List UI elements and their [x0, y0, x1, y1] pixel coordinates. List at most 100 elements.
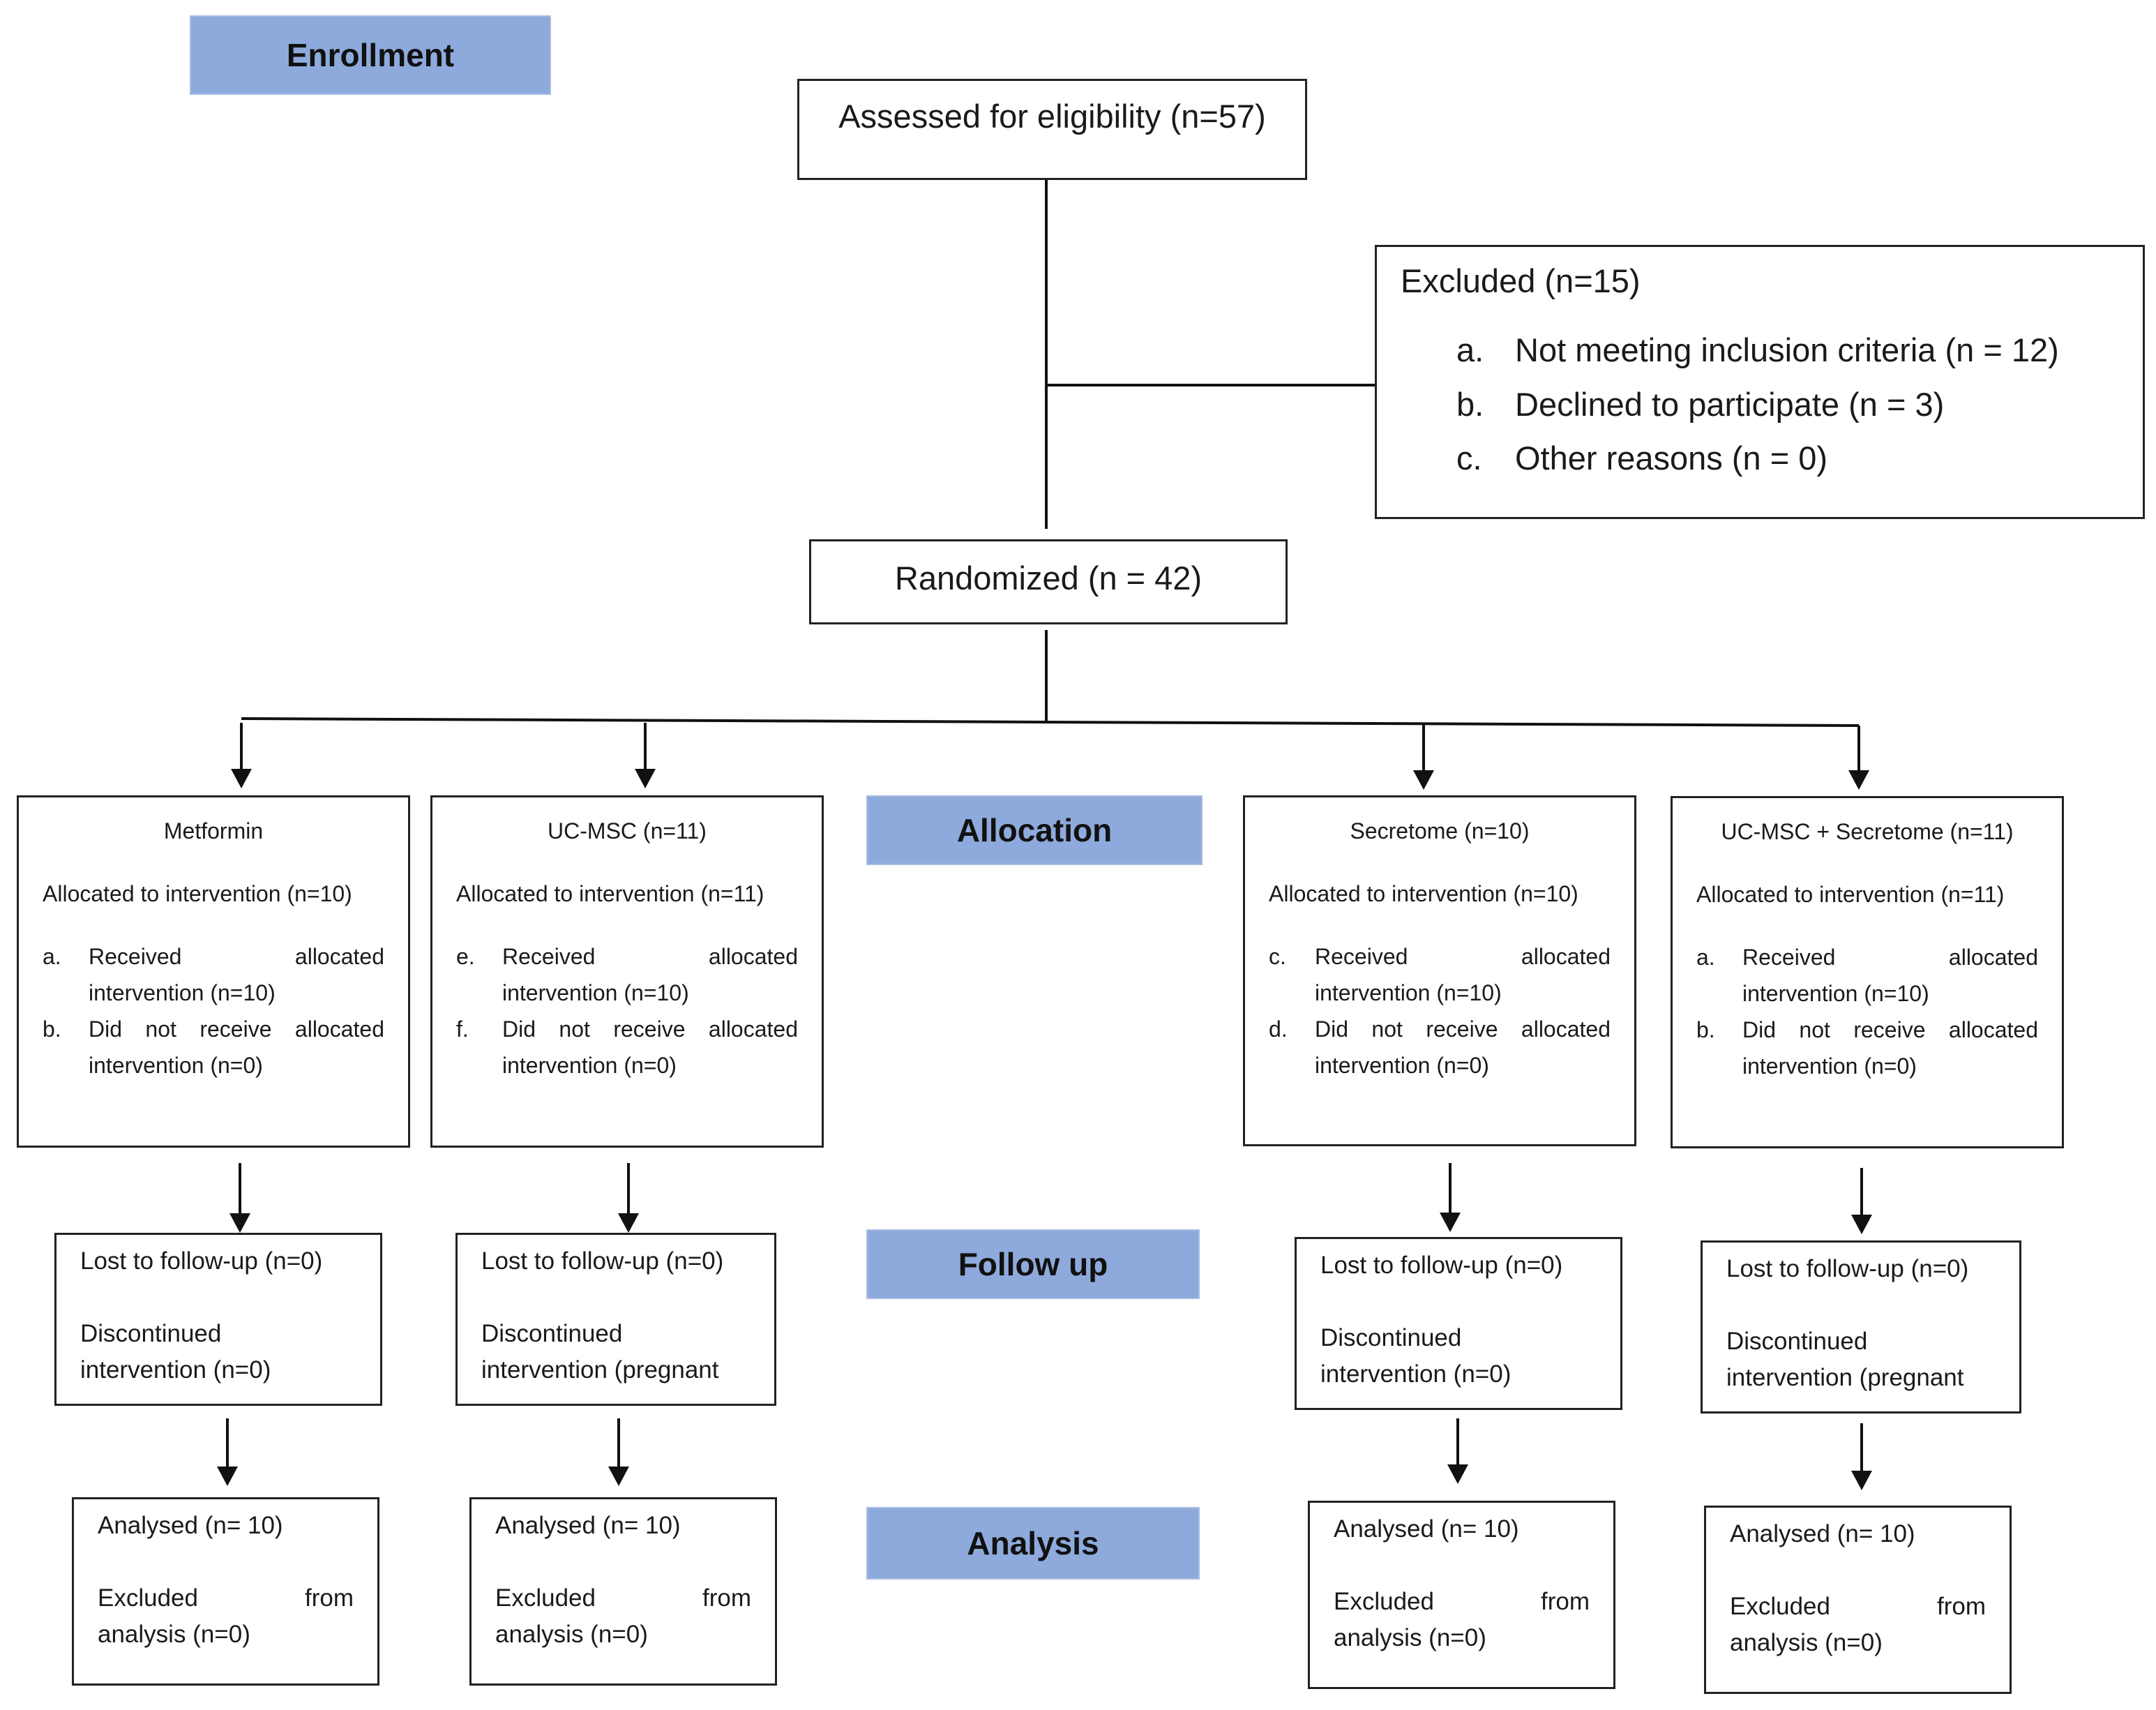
follow-up-arrow-head [1440, 1213, 1461, 1232]
excluded-box: Excluded (n=15) a. Not meeting inclusion… [1375, 245, 2145, 519]
received-line-1: Received allocated [1742, 945, 2038, 970]
allocated-count: Allocated to intervention (n=10) [1269, 881, 1578, 906]
group-name: UC-MSC (n=11) [548, 818, 707, 843]
allocation-arrow-head [1413, 770, 1434, 790]
not-received-line-1: Did not receive allocated [89, 1017, 384, 1042]
excluded-item: c. Other reasons (n = 0) [1456, 438, 2122, 479]
group-name: UC-MSC + Secretome (n=11) [1721, 819, 2014, 844]
allocation-box: Secretome (n=10) Allocated to interventi… [1243, 795, 1636, 1146]
not-received-line-2: intervention (n=0) [1742, 1053, 1917, 1079]
allocation-box: UC-MSC + Secretome (n=11) Allocated to i… [1671, 796, 2064, 1148]
received-line-1: Received allocated [89, 944, 384, 969]
allocation-arrow-head [635, 769, 656, 788]
received-line-2: intervention (n=10) [502, 980, 689, 1005]
received-item: a. Received allocated intervention (n=10… [43, 938, 384, 1011]
discontinued-line-1: Discontinued [1320, 1324, 1462, 1351]
discontinued-line-2: intervention (pregnant [1726, 1364, 1964, 1391]
received-label: e. [456, 944, 475, 969]
not-received-label: f. [456, 1017, 469, 1042]
not-received-line-1: Did not receive allocated [1742, 1017, 2038, 1042]
not-received-item: d. Did not receive allocated interventio… [1269, 1011, 1611, 1083]
allocation-box: UC-MSC (n=11) Allocated to intervention … [430, 795, 824, 1148]
discontinued-line-2: intervention (pregnant [481, 1356, 719, 1383]
discontinued-line-2: intervention (n=0) [80, 1356, 271, 1383]
excluded-item-text: Other reasons (n = 0) [1515, 440, 1828, 477]
received-item: c. Received allocated intervention (n=10… [1269, 938, 1611, 1011]
excluded-from-analysis-line-1: Excluded from [98, 1584, 354, 1612]
analysed-count: Analysed (n= 10) [98, 1512, 283, 1539]
excluded-item-text: Declined to participate (n = 3) [1515, 385, 1945, 423]
received-label: a. [1696, 945, 1715, 970]
excluded-title: Excluded (n=15) [1401, 262, 1641, 299]
flow-arrows [217, 723, 1872, 1490]
allocated-count: Allocated to intervention (n=10) [43, 881, 352, 906]
lost-to-follow-up: Lost to follow-up (n=0) [80, 1247, 323, 1275]
excluded-item-label: b. [1456, 385, 1484, 423]
analysis-arrow-head [217, 1467, 238, 1486]
discontinued-line-1: Discontinued [1726, 1328, 1868, 1355]
excluded-from-analysis-line-2: analysis (n=0) [98, 1621, 250, 1648]
stage-enrollment: Enrollment [190, 15, 551, 95]
stage-follow-up: Follow up [866, 1229, 1200, 1299]
received-line-2: intervention (n=10) [1315, 980, 1502, 1005]
allocated-count: Allocated to intervention (n=11) [1696, 882, 2005, 907]
received-item: e. Received allocated intervention (n=10… [456, 938, 798, 1011]
received-item: a. Received allocated intervention (n=10… [1696, 939, 2038, 1012]
excluded-from-analysis-line-1: Excluded from [1334, 1588, 1590, 1615]
allocation-arrow-head [1848, 770, 1869, 790]
follow-up-box: Lost to follow-up (n=0) Discontinued int… [1295, 1237, 1622, 1410]
analysis-arrow-head [608, 1467, 629, 1486]
not-received-item: f. Did not receive allocated interventio… [456, 1011, 798, 1083]
assessed-box: Assessed for eligibility (n=57) [797, 79, 1307, 180]
excluded-item-label: c. [1456, 440, 1482, 477]
analysis-box: Analysed (n= 10) Excluded from analysis … [469, 1497, 777, 1686]
allocation-arrow-head [231, 769, 252, 788]
excluded-from-analysis-line-2: analysis (n=0) [495, 1621, 648, 1648]
excluded-item-label: a. [1456, 331, 1484, 368]
not-received-line-2: intervention (n=0) [1315, 1053, 1489, 1078]
not-received-line-1: Did not receive allocated [1315, 1017, 1611, 1042]
discontinued-line-1: Discontinued [80, 1320, 222, 1347]
received-label: a. [43, 944, 61, 969]
excluded-from-analysis-line-1: Excluded from [495, 1584, 751, 1612]
branch-line [241, 717, 1860, 727]
group-name: Secretome (n=10) [1350, 818, 1530, 843]
follow-up-arrow-head [1851, 1215, 1872, 1234]
allocated-count: Allocated to intervention (n=11) [456, 881, 764, 906]
excluded-item: a. Not meeting inclusion criteria (n = 1… [1456, 330, 2122, 371]
analysis-box: Analysed (n= 10) Excluded from analysis … [72, 1497, 379, 1686]
not-received-item: b. Did not receive allocated interventio… [1696, 1012, 2038, 1084]
excluded-item-text: Not meeting inclusion criteria (n = 12) [1515, 331, 2059, 368]
follow-up-box: Lost to follow-up (n=0) Discontinued int… [455, 1233, 776, 1406]
excluded-from-analysis-line-2: analysis (n=0) [1334, 1624, 1486, 1651]
allocation-box: Metformin Allocated to intervention (n=1… [17, 795, 410, 1148]
excluded-from-analysis-line-2: analysis (n=0) [1730, 1629, 1883, 1656]
follow-up-box: Lost to follow-up (n=0) Discontinued int… [1701, 1240, 2021, 1413]
assessed-text: Assessed for eligibility (n=57) [838, 98, 1266, 135]
analysis-box: Analysed (n= 10) Excluded from analysis … [1308, 1501, 1615, 1689]
analysed-count: Analysed (n= 10) [1334, 1515, 1519, 1543]
lost-to-follow-up: Lost to follow-up (n=0) [1320, 1252, 1563, 1279]
lost-to-follow-up: Lost to follow-up (n=0) [1726, 1255, 1969, 1282]
received-line-2: intervention (n=10) [89, 980, 276, 1005]
not-received-label: b. [1696, 1017, 1715, 1042]
follow-up-arrow-head [229, 1213, 250, 1233]
analysed-count: Analysed (n= 10) [1730, 1520, 1915, 1547]
analysed-count: Analysed (n= 10) [495, 1512, 681, 1539]
analysis-box: Analysed (n= 10) Excluded from analysis … [1704, 1506, 2012, 1694]
discontinued-line-1: Discontinued [481, 1320, 623, 1347]
randomized-text: Randomized (n = 42) [894, 560, 1203, 597]
excluded-item: b. Declined to participate (n = 3) [1456, 384, 2122, 426]
analysis-arrow-head [1851, 1471, 1872, 1490]
group-name: Metformin [163, 818, 264, 843]
stage-analysis: Analysis [866, 1507, 1200, 1580]
follow-up-box: Lost to follow-up (n=0) Discontinued int… [54, 1233, 382, 1406]
not-received-item: b. Did not receive allocated interventio… [43, 1011, 384, 1083]
randomized-box: Randomized (n = 42) [809, 539, 1288, 624]
analysis-arrow-head [1447, 1464, 1468, 1484]
received-line-1: Received allocated [1315, 944, 1611, 969]
received-label: c. [1269, 944, 1286, 969]
not-received-line-2: intervention (n=0) [502, 1053, 677, 1078]
received-line-2: intervention (n=10) [1742, 981, 1929, 1006]
